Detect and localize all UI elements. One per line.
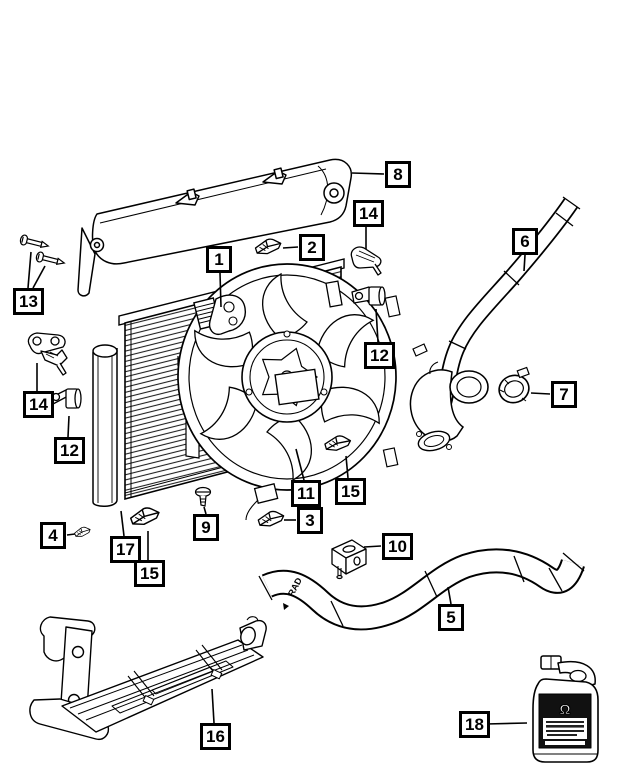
callout-box-11[interactable]: 11 — [291, 480, 321, 507]
upper-radiator-hose-illustration — [409, 196, 581, 452]
callout-box-7[interactable]: 7 — [551, 381, 577, 408]
bracket-14-left-illustration — [27, 332, 68, 376]
callout-box-12-left[interactable]: 12 — [54, 437, 85, 464]
callout-box-2[interactable]: 2 — [299, 234, 325, 261]
callout-box-16[interactable]: 16 — [200, 723, 231, 750]
callout-box-1[interactable]: 1 — [206, 246, 232, 273]
callout-box-17[interactable]: 17 — [110, 536, 141, 563]
callout-box-13[interactable]: 13 — [13, 288, 44, 315]
callout-box-3[interactable]: 3 — [297, 507, 323, 534]
callout-box-10[interactable]: 10 — [382, 533, 413, 560]
mopar-omega-logo: Ω — [559, 701, 570, 717]
callout-box-12-right[interactable]: 12 — [364, 342, 395, 369]
callout-box-18[interactable]: 18 — [459, 711, 490, 738]
callout-box-15-mid[interactable]: 15 — [335, 478, 366, 505]
coolant-jug-illustration: Ω — [532, 655, 599, 763]
clip-3-illustration — [257, 509, 285, 528]
callout-leader-lines — [27, 172, 551, 725]
callout-box-9[interactable]: 9 — [193, 514, 219, 541]
clip-14-right-illustration — [350, 246, 382, 276]
clip-4-illustration — [74, 526, 91, 537]
lower-radiator-hose-illustration: RAD — [258, 548, 585, 631]
upper-sight-shield-illustration — [77, 158, 353, 297]
clip-2-illustration — [254, 237, 282, 255]
callout-box-6[interactable]: 6 — [512, 228, 538, 255]
hose-bracket-10-illustration — [331, 539, 367, 580]
clip-17-15-illustration — [129, 506, 160, 526]
screw-9-illustration — [194, 486, 212, 507]
hose-clamp-7-illustration — [498, 366, 530, 404]
fan-upper-mount-illustration — [193, 280, 343, 336]
lower-air-deflector-illustration — [29, 616, 267, 741]
callout-box-8[interactable]: 8 — [385, 161, 411, 188]
callout-box-15-lower[interactable]: 15 — [134, 560, 165, 587]
callout-box-4[interactable]: 4 — [40, 522, 66, 549]
callout-box-5[interactable]: 5 — [438, 604, 464, 631]
push-pin-rivets-illustration — [18, 233, 67, 269]
callout-box-14-left[interactable]: 14 — [23, 391, 54, 418]
callout-box-14-upper[interactable]: 14 — [353, 200, 384, 227]
bracket-12-right-illustration — [351, 286, 386, 306]
